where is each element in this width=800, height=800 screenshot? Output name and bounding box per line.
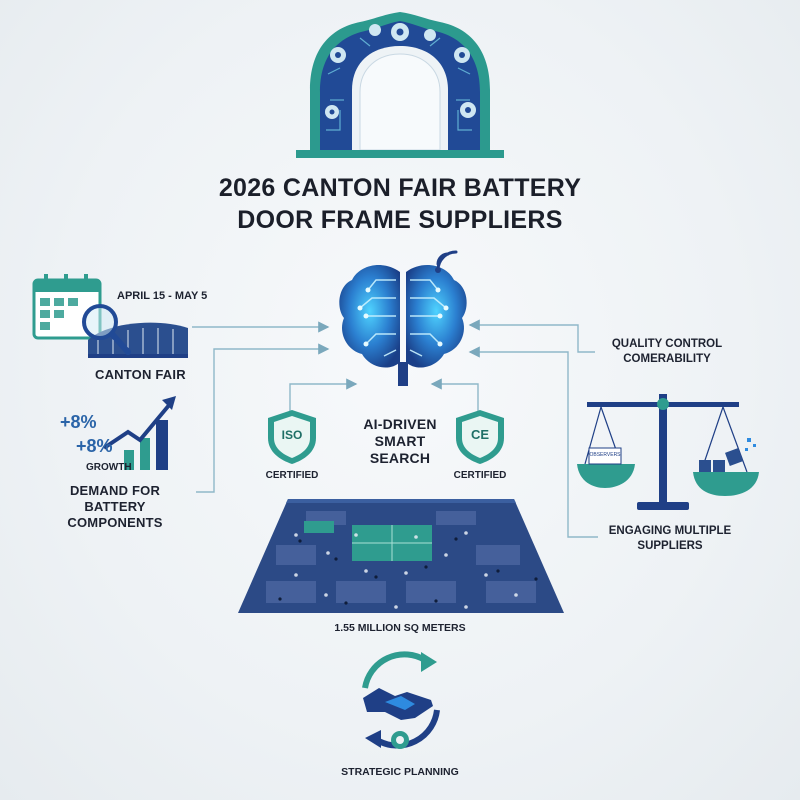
iso-mark: ISO — [281, 428, 303, 442]
connector-quality-to-ai — [468, 319, 595, 353]
connector-iso-to-ai — [289, 378, 358, 412]
canton-fair-label: CANTON FAIR — [95, 367, 186, 382]
ai-brain-icon — [339, 250, 467, 386]
ai-label-line-3: SEARCH — [369, 450, 431, 466]
demand-label-line-1: DEMAND FOR BATTERY — [69, 483, 161, 514]
ai-search-label: AI-DRIVEN SMART SEARCH — [340, 416, 460, 467]
balance-scale-icon — [577, 394, 759, 510]
demand-label-line-2: COMPONENTS — [67, 515, 163, 530]
calendar-stadium-icon — [32, 274, 188, 358]
page-title: 2026 CANTON FAIR BATTERY DOOR FRAME SUPP… — [0, 172, 800, 236]
canton-fair-dates: APRIL 15 - MAY 5 — [117, 290, 208, 302]
growth-chart-icon — [102, 396, 176, 470]
quality-line-2: COMERABILITY — [623, 353, 711, 365]
ai-label-line-1: AI-DRIVEN — [363, 416, 437, 432]
exhibition-floor-icon — [238, 499, 564, 613]
engaging-suppliers-label: ENGAGING MULTIPLE SUPPLIERS — [595, 524, 745, 554]
ce-certified-label: CERTIFIED — [453, 470, 507, 481]
title-line-1: 2026 CANTON FAIR BATTERY — [218, 174, 582, 202]
connector-suppliers-to-ai — [468, 346, 598, 538]
connector-demand-to-ai — [196, 343, 330, 493]
area-label: 1.55 MILLION SQ METERS — [334, 622, 466, 634]
growth-percent-1: +8% — [60, 412, 97, 432]
ce-shield-icon — [456, 410, 504, 464]
ce-mark: CE — [470, 427, 490, 442]
suppliers-line-2: SUPPLIERS — [637, 540, 703, 552]
suppliers-line-1: ENGAGING MULTIPLE — [608, 525, 732, 537]
scale-box-label: OBSERVERS — [589, 452, 621, 458]
iso-shield-icon — [268, 410, 316, 464]
title-line-2: DOOR FRAME SUPPLIERS — [237, 206, 563, 234]
growth-label: GROWTH — [86, 462, 132, 473]
quality-line-1: QUALITY CONTROL — [611, 338, 723, 350]
iso-certified-label: CERTIFIED — [265, 470, 319, 481]
demand-label: DEMAND FOR BATTERY COMPONENTS — [40, 483, 190, 531]
handshake-cycle-icon — [362, 651, 440, 749]
connector-ce-to-ai — [430, 378, 479, 412]
quality-control-label: QUALITY CONTROL COMERABILITY — [592, 337, 742, 367]
ai-label-line-2: SMART — [374, 433, 426, 449]
growth-percent-2: +8% — [76, 436, 113, 456]
strategic-planning-label: STRATEGIC PLANNING — [341, 766, 459, 778]
door-frame-arch-icon — [296, 12, 504, 158]
